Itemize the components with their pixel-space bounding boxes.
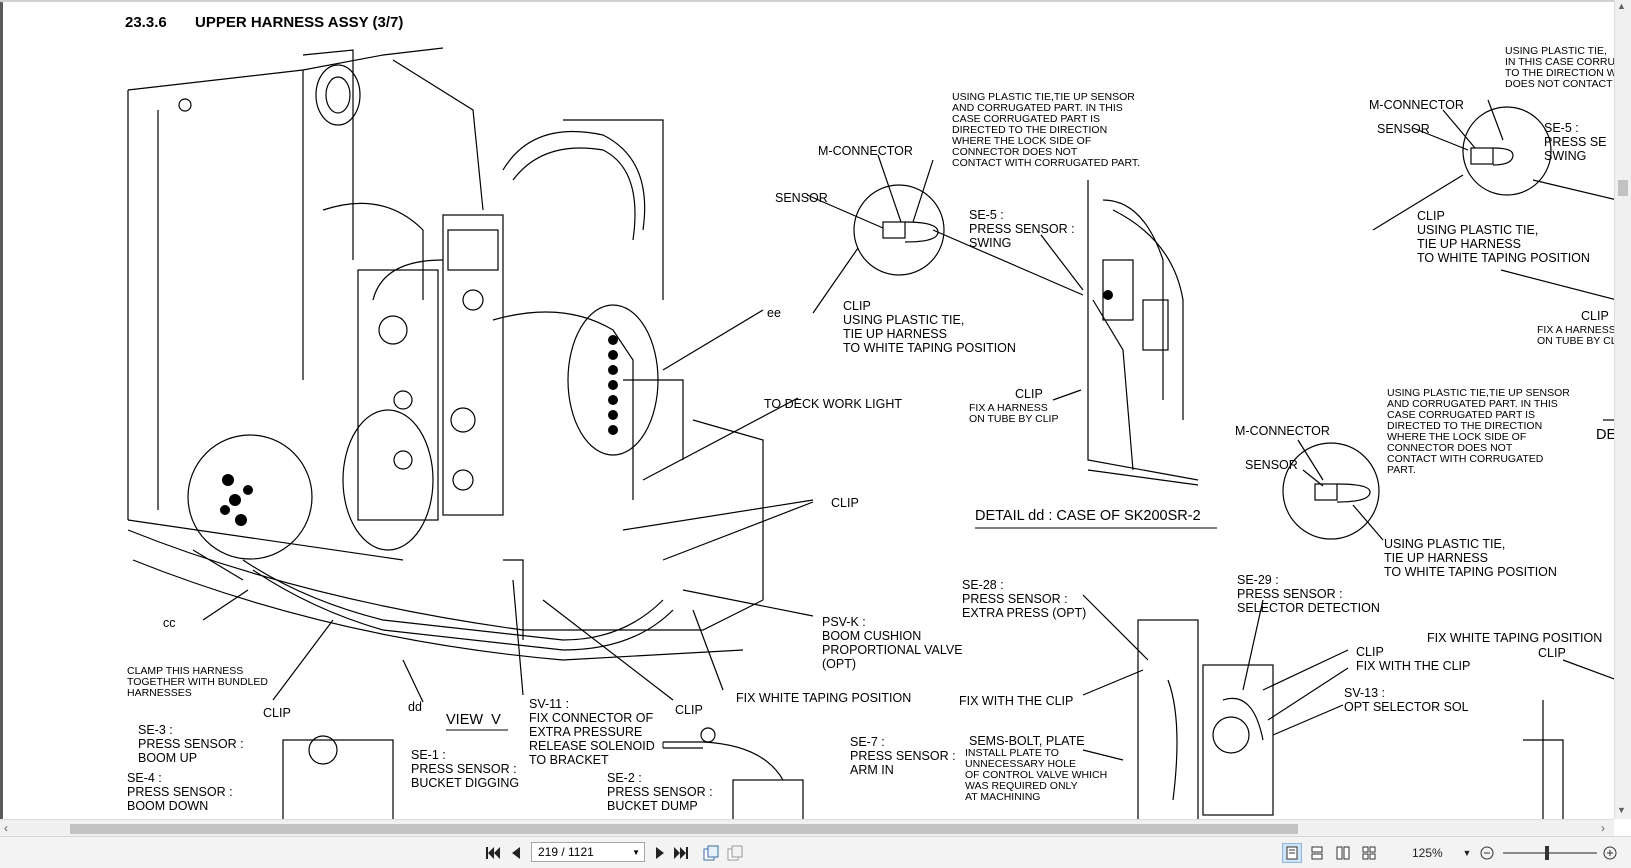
zoom-in-icon[interactable] (1601, 843, 1619, 863)
label-m-connector-3: M-CONNECTOR (1369, 98, 1464, 112)
label-note-2: USING PLASTIC TIE,TIE UP SENSOR AND CORR… (1387, 387, 1570, 476)
schematic-drawing (127, 47, 1614, 819)
label-sv13: SV-13 : OPT SELECTOR SOL (1344, 686, 1469, 714)
two-page-view-icon[interactable] (1334, 843, 1352, 863)
label-clip-fix-1: CLIP (1015, 387, 1043, 401)
label-fix-right: FIX A HARNESS ON TUBE BY CL (1537, 324, 1614, 347)
label-view-v: VIEW V (446, 712, 501, 728)
viewer-toolbar: 219 / 1121 ▼ 125% ▼ (0, 836, 1631, 868)
label-se5: SE-5 : PRESS SENSOR : SWING (969, 208, 1075, 250)
copy-page-icon[interactable] (702, 843, 720, 863)
page-number-input[interactable]: 219 / 1121 ▼ (531, 842, 645, 862)
label-fix-with-clip: FIX WITH THE CLIP (959, 694, 1074, 708)
label-clip-c: CLIP (831, 496, 859, 510)
prev-page-icon[interactable] (508, 843, 524, 863)
chevron-down-icon[interactable]: ▼ (632, 847, 640, 857)
next-page-icon[interactable] (652, 843, 668, 863)
scroll-right-icon[interactable]: › (1601, 821, 1605, 835)
label-se1: SE-1 : PRESS SENSOR : BUCKET DIGGING (411, 748, 520, 790)
section-number: 23.3.6 (125, 14, 167, 31)
label-clip-right-2: CLIP (1538, 646, 1566, 660)
label-note-3: USING PLASTIC TIE, IN THIS CASE CORRU TO… (1505, 45, 1614, 90)
label-clamp: CLAMP THIS HARNESS TOGETHER WITH BUNDLED… (127, 665, 268, 699)
scroll-left-icon[interactable]: ‹ (4, 821, 8, 835)
section-title: UPPER HARNESS ASSY (3/7) (195, 14, 404, 31)
label-clip-tie-1: CLIP USING PLASTIC TIE, TIE UP HARNESS T… (843, 299, 1016, 355)
label-note-1: USING PLASTIC TIE,TIE UP SENSOR AND CORR… (952, 91, 1141, 169)
label-sv11: SV-11 : FIX CONNECTOR OF EXTRA PRESSURE … (529, 697, 655, 767)
horizontal-scroll-thumb[interactable] (70, 824, 1298, 834)
zoom-slider[interactable] (1503, 846, 1597, 860)
continuous-view-icon[interactable] (1308, 843, 1326, 863)
label-fix-white-2: FIX WHITE TAPING POSITION (1427, 631, 1603, 645)
label-se2: SE-2 : PRESS SENSOR : BUCKET DUMP (607, 771, 713, 813)
label-detail-dd: DETAIL dd : CASE OF SK200SR-2 (975, 508, 1201, 524)
label-cc: cc (163, 616, 176, 630)
label-se5-right: SE-5 : PRESS SE SWING (1544, 121, 1607, 163)
label-to-deck: TO DECK WORK LIGHT (764, 397, 902, 411)
label-se28: SE-28 : PRESS SENSOR : EXTRA PRESS (OPT) (962, 578, 1087, 620)
zoom-dropdown-icon[interactable]: ▼ (1462, 848, 1472, 858)
label-clip-right: CLIP (1581, 309, 1609, 323)
last-page-icon[interactable] (672, 843, 690, 863)
scroll-up-icon[interactable]: ▲ (1617, 1, 1626, 11)
label-clip-fix-2: CLIP FIX WITH THE CLIP (1356, 645, 1471, 673)
label-se29: SE-29 : PRESS SENSOR : SELECTOR DETECTIO… (1237, 573, 1380, 615)
top-edge (0, 0, 1631, 2)
label-fix-white: FIX WHITE TAPING POSITION (736, 691, 912, 705)
vertical-scroll-thumb[interactable] (1618, 180, 1628, 196)
label-clip-tie-2: USING PLASTIC TIE, TIE UP HARNESS TO WHI… (1384, 537, 1557, 579)
label-dd: dd (408, 700, 422, 714)
label-sensor-2: SENSOR (1245, 458, 1298, 472)
horizontal-scrollbar[interactable]: ‹ › (0, 819, 1614, 836)
label-clip-tie-3: CLIP USING PLASTIC TIE, TIE UP HARNESS T… (1417, 209, 1590, 265)
vertical-scrollbar[interactable]: ▲ ▼ (1614, 0, 1631, 819)
document-page: 23.3.6 UPPER HARNESS ASSY (3/7) ee cc dd… (0, 0, 1614, 819)
label-m-connector-2: M-CONNECTOR (1235, 424, 1330, 438)
label-ee: ee (767, 306, 781, 320)
label-se7: SE-7 : PRESS SENSOR : ARM IN (850, 735, 956, 777)
label-fix-tube-1: FIX A HARNESS ON TUBE BY CLIP (969, 402, 1059, 425)
two-page-continuous-icon[interactable] (1360, 843, 1378, 863)
label-psv-k: PSV-K : BOOM CUSHION PROPORTIONAL VALVE … (822, 615, 963, 671)
zoom-out-icon[interactable] (1478, 843, 1496, 863)
label-se3: SE-3 : PRESS SENSOR : BOOM UP (138, 723, 244, 765)
single-page-view-icon[interactable] (1282, 843, 1302, 863)
label-sensor-1: SENSOR (775, 191, 828, 205)
scroll-down-icon[interactable]: ▼ (1617, 805, 1626, 815)
label-de: DE (1596, 427, 1614, 443)
zoom-level[interactable]: 125% (1412, 846, 1443, 860)
rotate-page-icon[interactable] (726, 843, 744, 863)
label-sensor-3: SENSOR (1377, 122, 1430, 136)
label-m-connector-1: M-CONNECTOR (818, 144, 913, 158)
page-number-value: 219 / 1121 (538, 845, 594, 859)
label-clip-a: CLIP (263, 706, 291, 720)
first-page-icon[interactable] (484, 843, 502, 863)
label-sems-bolt: SEMS-BOLT, PLATE (969, 734, 1085, 748)
zoom-slider-knob[interactable] (1545, 846, 1549, 860)
label-clip-b: CLIP (675, 703, 703, 717)
label-install-plate: INSTALL PLATE TO UNNECESSARY HOLE OF CON… (965, 747, 1108, 803)
label-se4: SE-4 : PRESS SENSOR : BOOM DOWN (127, 771, 233, 813)
